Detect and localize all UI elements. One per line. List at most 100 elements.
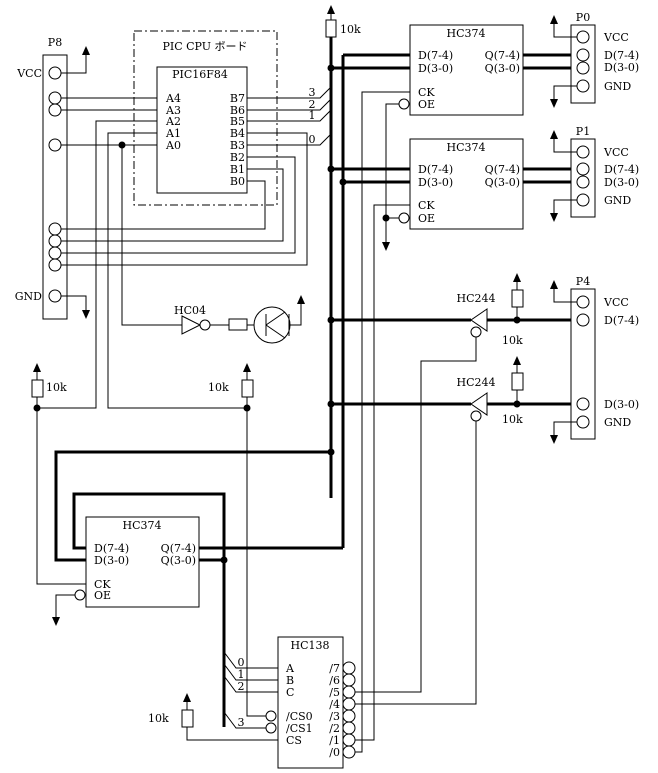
resistor-label: 10k (208, 381, 229, 394)
resistor-label: 10k (502, 413, 523, 426)
pin-b3: B3 (230, 139, 245, 152)
pin-a1: A1 (165, 127, 181, 140)
hc244-label: HC244 (456, 292, 495, 305)
p4-vcc: VCC (603, 296, 629, 309)
p1-vcc: VCC (603, 146, 629, 159)
pin-b6: B6 (230, 104, 245, 117)
input-a: A (285, 662, 295, 675)
hc04-led-driver: HC04 (174, 295, 305, 344)
pin-b5: B5 (230, 115, 245, 128)
oe-label: OE (418, 98, 435, 111)
output-0: /0 (329, 746, 340, 759)
bus-bit-0: 0 (309, 133, 316, 146)
hc374-label: HC374 (446, 141, 485, 154)
p8-vcc-label: VCC (16, 67, 42, 80)
resistor-label: 10k (502, 334, 523, 347)
pin-b0: B0 (230, 175, 245, 188)
output-3: /3 (329, 710, 340, 723)
input-c: C (286, 686, 294, 699)
p1-label: P1 (576, 125, 590, 138)
bus-resistor-label: 10k (340, 23, 361, 36)
ck-label: CK (94, 578, 111, 591)
pin-a0: A0 (165, 139, 181, 152)
p0-d30: D(3-0) (604, 61, 639, 74)
hc138-label: HC138 (290, 639, 329, 652)
p1-gnd: GND (604, 194, 631, 207)
oe-label: OE (418, 212, 435, 225)
pin-a2: A2 (165, 115, 181, 128)
addr-bit-1: 1 (238, 668, 245, 681)
hc374-input: HC374 D(7-4) D(3-0) Q(7-4) Q(3-0) CK OE (52, 516, 200, 626)
addr-bit-2: 2 (238, 680, 245, 693)
p8-label: P8 (48, 36, 62, 49)
p0-gnd: GND (604, 80, 631, 93)
d30-label: D(3-0) (418, 62, 453, 75)
q74-label: Q(7-4) (485, 163, 520, 176)
ck-label: CK (418, 86, 435, 99)
bus-pullup-resistor (325, 19, 337, 38)
p4-d30: D(3-0) (604, 398, 639, 411)
hc244-upper: HC244 10k (331, 273, 577, 693)
hc374-label: HC374 (122, 519, 161, 532)
p8-gnd-label: GND (15, 290, 42, 303)
input-cs0: /CS0 (286, 710, 313, 723)
pullup-cs0: 10k (208, 363, 266, 717)
output-5: /5 (329, 686, 340, 699)
connector-p0: P0 VCC D(7-4) D(3-0) GND (550, 11, 639, 108)
p0-vcc: VCC (603, 31, 629, 44)
ck-label: CK (418, 199, 435, 212)
p1-d74: D(7-4) (604, 163, 639, 176)
p4-d74: D(7-4) (604, 314, 639, 327)
q74-label: Q(7-4) (485, 49, 520, 62)
output-1: /1 (329, 734, 340, 747)
pic-chip-label: PIC16F84 (172, 68, 228, 81)
addr-bit-3: 3 (238, 716, 245, 729)
pin-a3: A3 (165, 104, 181, 117)
hc374-p1: HC374 D(7-4) D(3-0) Q(7-4) Q(3-0) CK OE (398, 138, 524, 230)
pullup-ck: 10k (31, 363, 86, 585)
resistor-label: 10k (46, 381, 67, 394)
d74-label: D(7-4) (418, 49, 453, 62)
d74-label: D(7-4) (94, 542, 129, 555)
pin-b2: B2 (230, 151, 245, 164)
board-title: PIC CPU ボード (162, 40, 247, 53)
vcc-arrow-icon (327, 5, 335, 14)
hc138-decoder: HC138 A B C /CS0 /CS1 CS /7 /6 /5 /4 /3 … (265, 636, 356, 769)
pin-b4: B4 (230, 127, 245, 140)
p8-pins (48, 66, 62, 303)
output-7: /7 (329, 662, 340, 675)
pin-b1: B1 (230, 163, 245, 176)
q30-label: Q(3-0) (161, 554, 196, 567)
connector-p1: P1 VCC D(7-4) D(3-0) GND (550, 125, 639, 222)
q30-label: Q(3-0) (485, 62, 520, 75)
p4-label: P4 (576, 275, 590, 288)
hc244-lower: HC244 10k (331, 356, 577, 705)
resistor-label: 10k (148, 712, 169, 725)
p0-label: P0 (576, 11, 590, 24)
bus-bit-1: 1 (309, 109, 316, 122)
hc374-label: HC374 (446, 27, 485, 40)
d30-label: D(3-0) (418, 176, 453, 189)
oe-label: OE (94, 589, 111, 602)
pin-a4: A4 (165, 92, 181, 105)
hc04-label: HC04 (174, 304, 206, 317)
p4-gnd: GND (604, 416, 631, 429)
pin-b7: B7 (230, 92, 245, 105)
bus-bit-2: 2 (309, 98, 316, 111)
input-cs: CS (286, 734, 302, 747)
hc244-label: HC244 (456, 376, 495, 389)
hc374-p0: HC374 D(7-4) D(3-0) Q(7-4) Q(3-0) CK OE (398, 24, 524, 116)
output-6: /6 (329, 674, 340, 687)
input-cs1: /CS1 (286, 722, 313, 735)
q74-label: Q(7-4) (161, 542, 196, 555)
d74-label: D(7-4) (418, 163, 453, 176)
p0-d74: D(7-4) (604, 49, 639, 62)
connector-p4: P4 VCC D(7-4) D(3-0) GND (550, 275, 639, 444)
bus-bit-3: 3 (309, 86, 316, 99)
input-b: B (286, 674, 294, 687)
data-bus: 10k (325, 5, 361, 548)
connector-p8: P8 VCC GND (15, 36, 308, 320)
p1-d30: D(3-0) (604, 176, 639, 189)
output-2: /2 (329, 722, 340, 735)
